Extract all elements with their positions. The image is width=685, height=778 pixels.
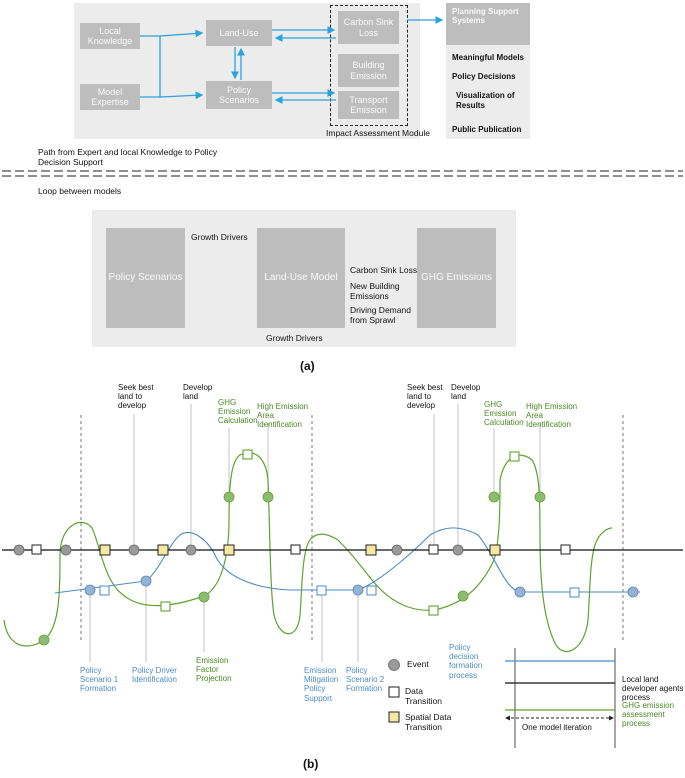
loop-label-building: New Building Emissions bbox=[350, 281, 400, 302]
label-seek-land-1: Seek best land to develop bbox=[118, 383, 154, 411]
impact-module-border bbox=[330, 5, 408, 126]
legend-data-symbol bbox=[388, 686, 400, 698]
label-seek-land-2: Seek best land to develop bbox=[407, 383, 443, 411]
transport-emission-box: Transport Emission bbox=[338, 91, 399, 119]
legend-spatial-symbol bbox=[388, 711, 400, 723]
label-high-emission-2: High Emission Area Identification bbox=[526, 402, 578, 430]
legend-ghg-label: GHG emission assessment process bbox=[622, 701, 675, 729]
label-ghg-calc-1: GHG Emission Calculation bbox=[218, 398, 258, 426]
loop-land-use-model: Land-Use Model bbox=[257, 228, 345, 328]
planning-support-box: Planning Support Systems bbox=[446, 3, 530, 45]
legend-event-label: Event bbox=[407, 659, 429, 669]
loop-ghg-emissions: GHG Emissions bbox=[417, 228, 496, 328]
loop-label-driving: Driving Demand from Sprawl bbox=[350, 305, 411, 326]
impact-module-label: Impact Assessment Module bbox=[326, 128, 430, 138]
label-high-emission-1: High Emission Area Identification bbox=[257, 402, 309, 430]
growth-drivers-bottom: Growth Drivers bbox=[266, 333, 323, 343]
legend-developer-label: Local land developer agents process bbox=[622, 675, 684, 703]
local-knowledge-box: Local Knowledge bbox=[80, 23, 140, 49]
loop-policy-scenarios: Policy Scenarios bbox=[106, 228, 185, 328]
caption-b: (b) bbox=[303, 757, 319, 771]
model-expertise-box: Model Expertise bbox=[80, 84, 140, 110]
carbon-sink-box: Carbon Sink Loss bbox=[338, 11, 399, 44]
output-meaningful-models: Meaningful Models bbox=[452, 53, 524, 62]
growth-drivers-top: Growth Drivers bbox=[191, 232, 248, 242]
land-use-box: Land-Use bbox=[206, 20, 272, 46]
output-policy-decisions: Policy Decisions bbox=[452, 72, 516, 81]
label-develop-land-1: Develop land bbox=[183, 383, 213, 402]
label-ghg-calc-2: GHG Emission Calculation bbox=[484, 400, 524, 428]
path-caption: Path from Expert and local Knowledge to … bbox=[38, 147, 218, 168]
output-public-publication: Public Publication bbox=[452, 125, 522, 134]
label-emission-mitigation: Emission Mitigation Policy Support bbox=[304, 666, 339, 703]
ghg-process-curve bbox=[3, 452, 613, 653]
legend-policy-label: Policy decision formation process bbox=[449, 643, 483, 680]
output-visualization: Visualization of Results bbox=[456, 91, 515, 110]
loop-caption: Loop between models bbox=[38, 186, 122, 196]
caption-a: (a) bbox=[300, 359, 315, 373]
label-policy-scenario-1: Policy Scenario 1 Formation bbox=[80, 666, 119, 694]
legend-event-symbol bbox=[388, 659, 400, 671]
loop-label-carbon: Carbon Sink Loss bbox=[350, 265, 418, 275]
policy-scenarios-box: Policy Scenarios bbox=[206, 81, 272, 109]
label-develop-land-2: Develop land bbox=[451, 383, 481, 402]
building-emission-box: Building Emission bbox=[338, 54, 399, 87]
label-policy-scenario-2: Policy Scenario 2 Formation bbox=[346, 666, 385, 694]
label-policy-driver: Policy Driver Identification bbox=[132, 666, 177, 685]
legend-data-label: Data Transition bbox=[405, 686, 443, 707]
label-emission-factor: Emission Factor Projection bbox=[196, 656, 232, 684]
legend-spatial-label: Spatial Data Transition bbox=[405, 712, 452, 733]
legend-iteration-label: One model iteration bbox=[522, 723, 592, 732]
